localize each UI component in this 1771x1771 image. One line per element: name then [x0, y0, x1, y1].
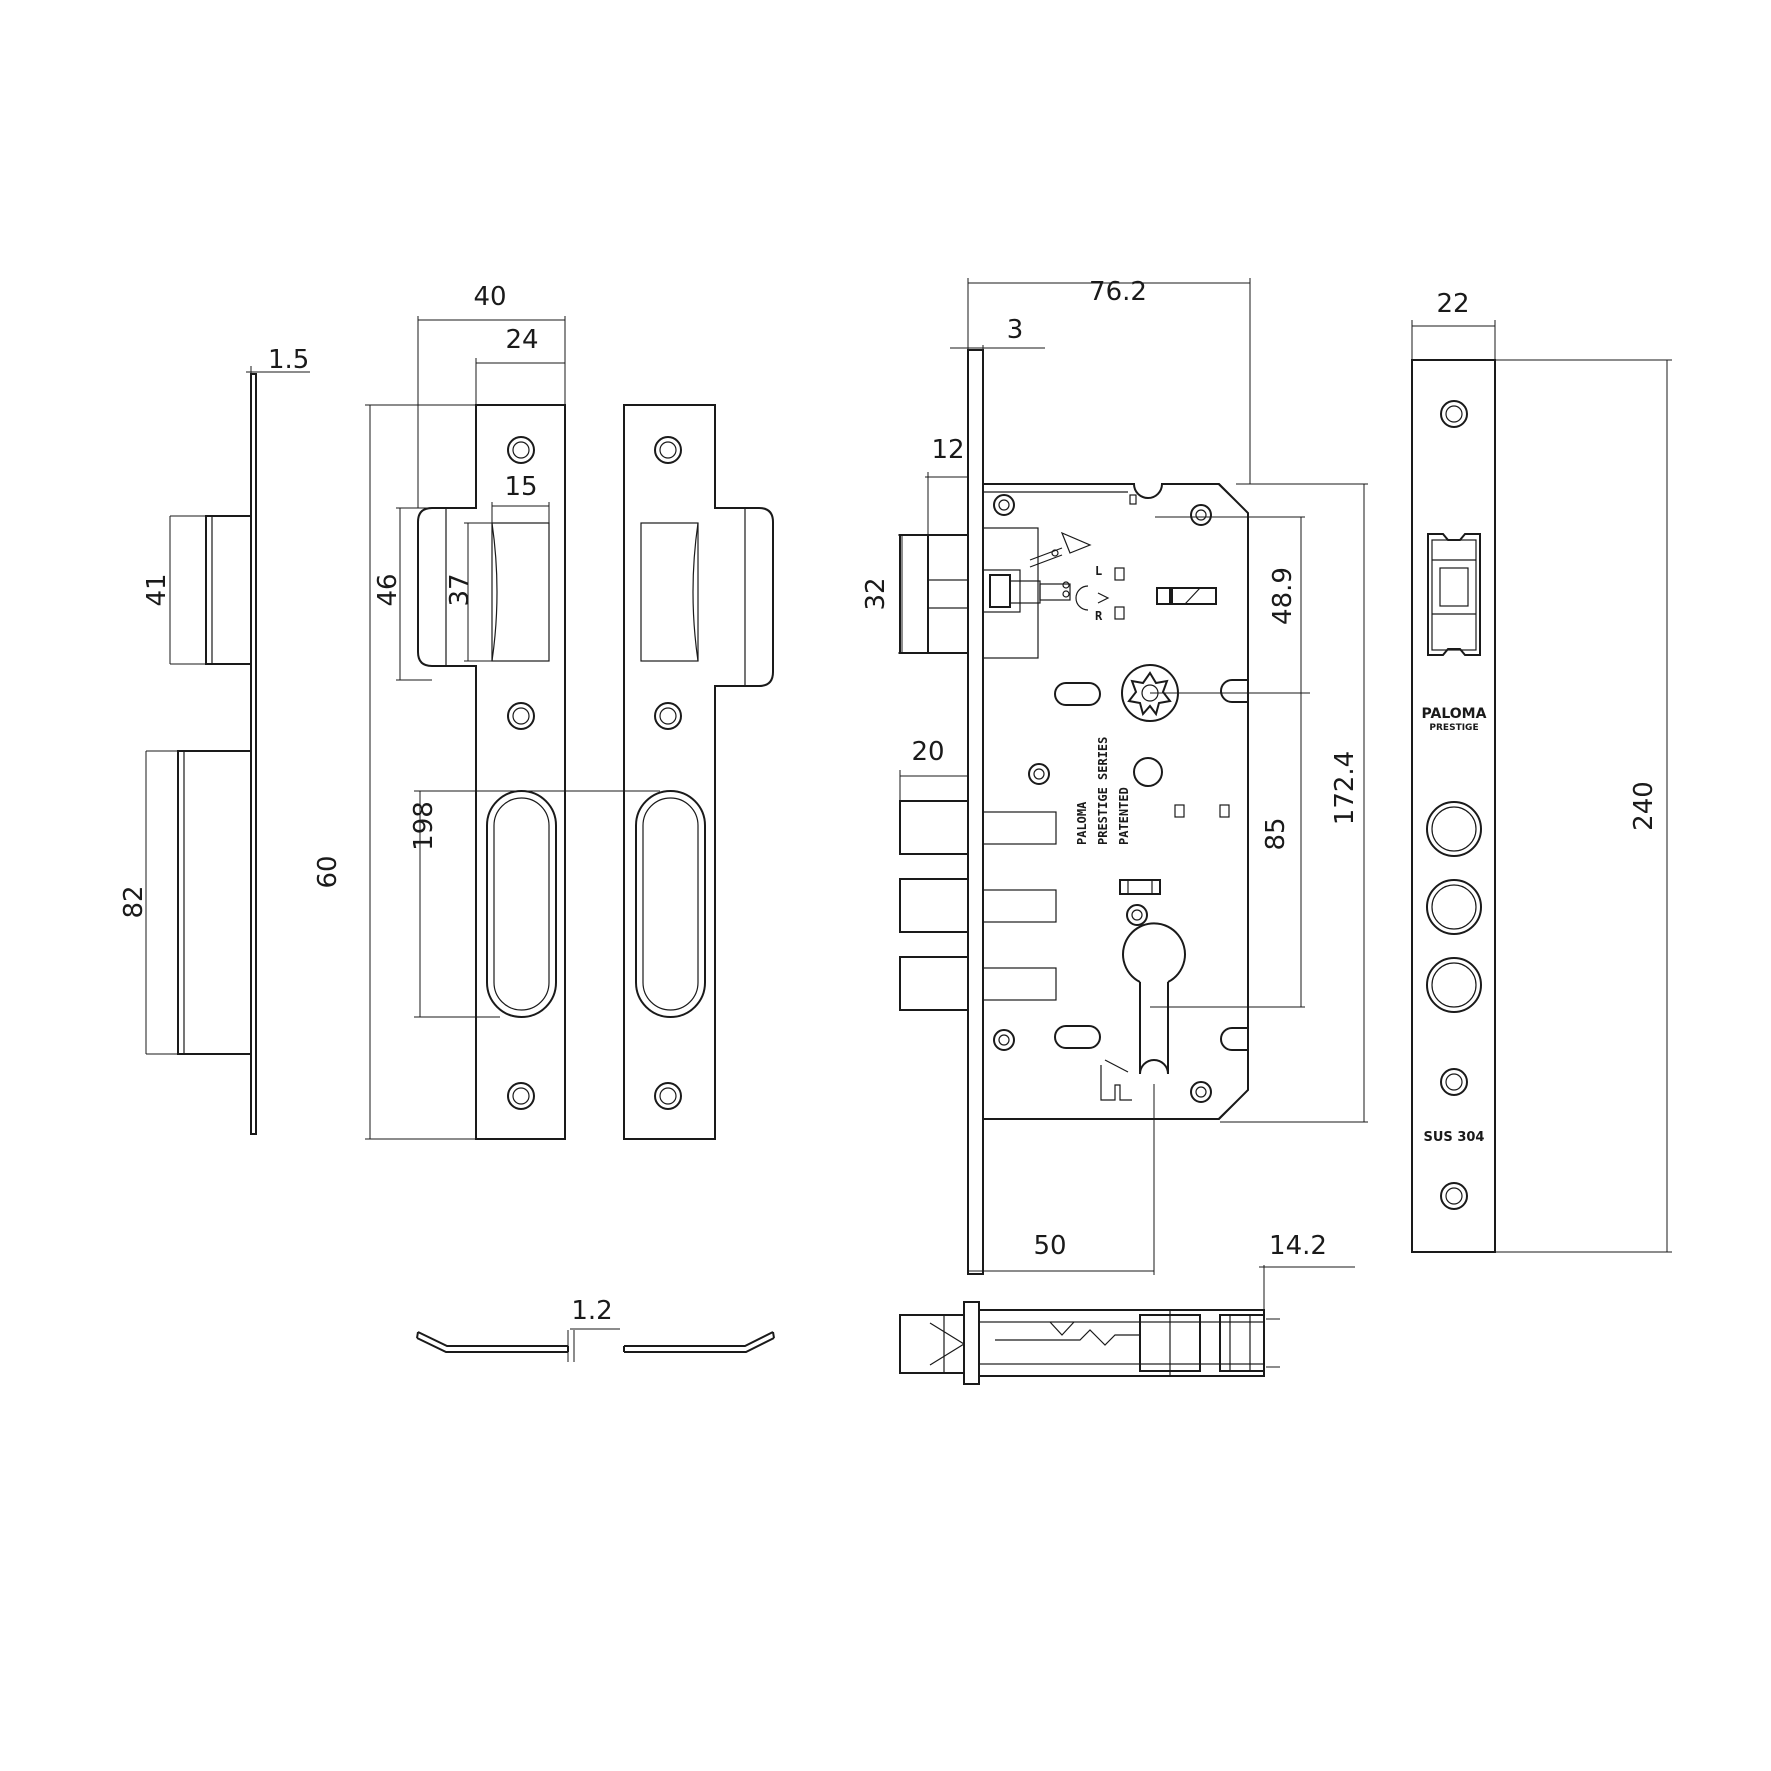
faceplate-brand: PALOMA	[1422, 706, 1487, 722]
dim-172-4: 172.4	[1330, 751, 1360, 825]
dim-41: 41	[142, 573, 172, 606]
dim-15: 15	[504, 472, 537, 502]
faceplate-front: PALOMA PRESTIGE SUS 304	[1411, 359, 1496, 1253]
dim-85: 85	[1261, 817, 1291, 850]
lock-body-front: L R PALOMA PRESTIGE SERIES	[899, 349, 1249, 1275]
faceplate-material: SUS 304	[1424, 1130, 1485, 1145]
dim-22: 22	[1436, 289, 1469, 319]
dim-1-2: 1.2	[571, 1296, 612, 1326]
dim-12: 12	[931, 435, 964, 465]
dim-198: 198	[409, 801, 439, 851]
faceplate-sub: PRESTIGE	[1429, 723, 1478, 733]
label-r: R	[1095, 609, 1103, 623]
dim-76-2: 76.2	[1089, 277, 1147, 307]
lock-body-dimensions: 76.2 3 12 32 20 48.9 85 172.4 50	[861, 277, 1368, 1275]
dim-46: 46	[373, 573, 403, 606]
dim-3: 3	[1007, 315, 1024, 345]
dim-24: 24	[505, 325, 538, 355]
dim-82: 82	[119, 885, 149, 918]
body-brand: PALOMA	[1075, 801, 1089, 845]
body-patented: PATENTED	[1117, 787, 1131, 845]
lock-body-branding: PALOMA PRESTIGE SERIES PATENTED	[1075, 737, 1131, 845]
label-l: L	[1095, 564, 1102, 578]
lock-body-top-section: 14.2	[899, 1231, 1355, 1385]
dim-240: 240	[1629, 781, 1659, 831]
dim-40: 40	[473, 282, 506, 312]
dim-50: 50	[1033, 1231, 1066, 1261]
dim-20: 20	[911, 737, 944, 767]
faceplate-dimensions: 22 240	[1411, 289, 1672, 1253]
dim-48-9: 48.9	[1268, 567, 1298, 625]
body-series: PRESTIGE SERIES	[1096, 737, 1110, 845]
strike-section-views: 1.2	[416, 1296, 775, 1362]
strike-plate-rear	[623, 404, 774, 1140]
strike-dimensions: 40 24 15 60 46 37 198	[313, 282, 660, 1140]
dim-60: 60	[313, 855, 343, 888]
dim-1-5: 1.5	[268, 345, 309, 375]
dim-32: 32	[861, 577, 891, 610]
dim-37: 37	[445, 573, 475, 606]
dim-14-2: 14.2	[1269, 1231, 1327, 1261]
strike-side-profile: 1.5 41 82	[119, 345, 310, 1135]
